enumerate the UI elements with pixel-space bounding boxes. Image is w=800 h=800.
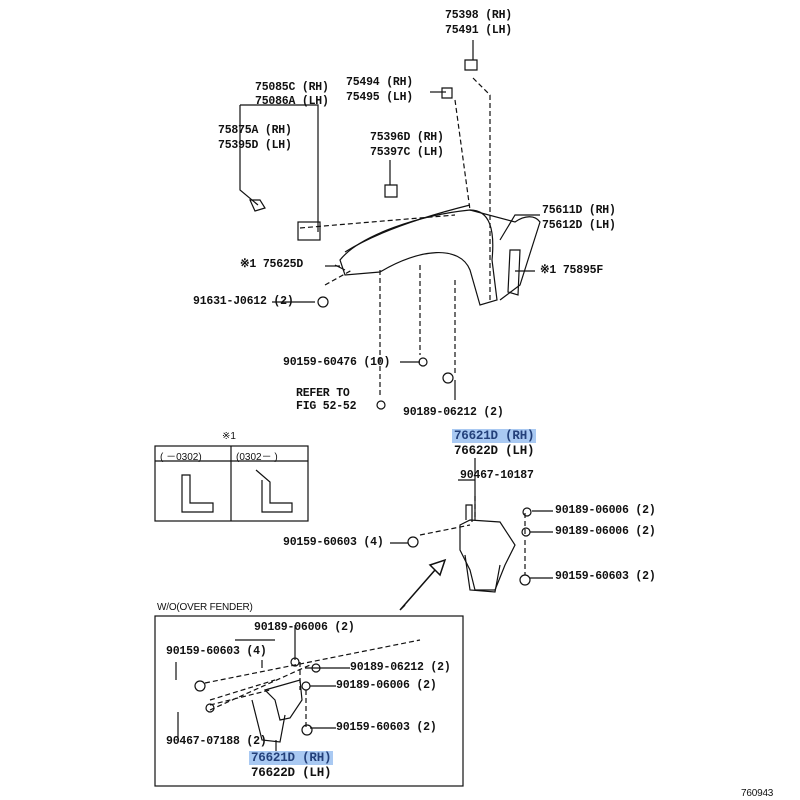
- part-label: 90159-60476 (10): [283, 356, 391, 369]
- highlighted-part-label[interactable]: 76621D (RH): [452, 429, 537, 444]
- leader-lines: [239, 40, 553, 579]
- part-label: 75494 (RH): [346, 76, 414, 89]
- inset-title: W/O(OVER FENDER): [157, 602, 253, 613]
- part-label: 75611D (RH): [542, 204, 616, 217]
- part-label: 75398 (RH): [445, 9, 513, 22]
- part-label: 75612D (LH): [542, 219, 616, 232]
- fender-flare-drawing: [249, 59, 541, 410]
- part-label: 90159-60603 (2): [555, 570, 656, 583]
- diagram-number: 760943: [741, 788, 774, 799]
- part-label: 75086A (LH): [255, 95, 329, 108]
- part-label: ※1 75895F: [540, 264, 604, 277]
- variant-table: [154, 445, 309, 522]
- refer-note: REFER TO: [296, 387, 350, 400]
- table-header: (0302－ ): [236, 452, 278, 463]
- refer-note-figure-link[interactable]: FIG 52-52: [296, 400, 357, 413]
- table-header: ( －0302): [160, 452, 202, 463]
- mudguard-drawing: [399, 504, 532, 611]
- table-note: ※1: [222, 431, 236, 442]
- inset-box: [154, 615, 464, 787]
- part-label: 75397C (LH): [370, 146, 444, 159]
- part-label: 90189-06212 (2): [403, 406, 504, 419]
- part-label: 76622D (LH): [454, 444, 535, 458]
- highlight[interactable]: 76621D (RH): [452, 429, 537, 443]
- part-label: 90159-60603 (4): [283, 536, 384, 549]
- part-label: 90159-60603 (2): [336, 721, 437, 734]
- part-label: 75396D (RH): [370, 131, 444, 144]
- highlighted-part-label[interactable]: 76621D (RH): [249, 751, 334, 766]
- part-label: 90189-06006 (2): [555, 525, 656, 538]
- dashed-assembly-lines: [204, 77, 526, 730]
- part-label: 75875A (RH): [218, 124, 292, 137]
- highlight[interactable]: 76621D (RH): [249, 751, 334, 765]
- part-label: 90189-06006 (2): [555, 504, 656, 517]
- part-label: 75395D (LH): [218, 139, 292, 152]
- part-label: 90467-07188 (2): [166, 735, 267, 748]
- part-label: 91631-J0612 (2): [193, 295, 294, 308]
- part-label: 90189-06006 (2): [254, 621, 355, 634]
- part-label: 90189-06212 (2): [350, 661, 451, 674]
- part-label: 90159-60603 (4): [166, 645, 267, 658]
- part-label: 90189-06006 (2): [336, 679, 437, 692]
- part-label: 75491 (LH): [445, 24, 513, 37]
- part-label: 75495 (LH): [346, 91, 414, 104]
- part-label: 90467-10187: [460, 469, 534, 482]
- part-label: 75085C (RH): [255, 81, 329, 94]
- part-label: 76622D (LH): [251, 766, 332, 780]
- part-label: ※1 75625D: [240, 258, 304, 271]
